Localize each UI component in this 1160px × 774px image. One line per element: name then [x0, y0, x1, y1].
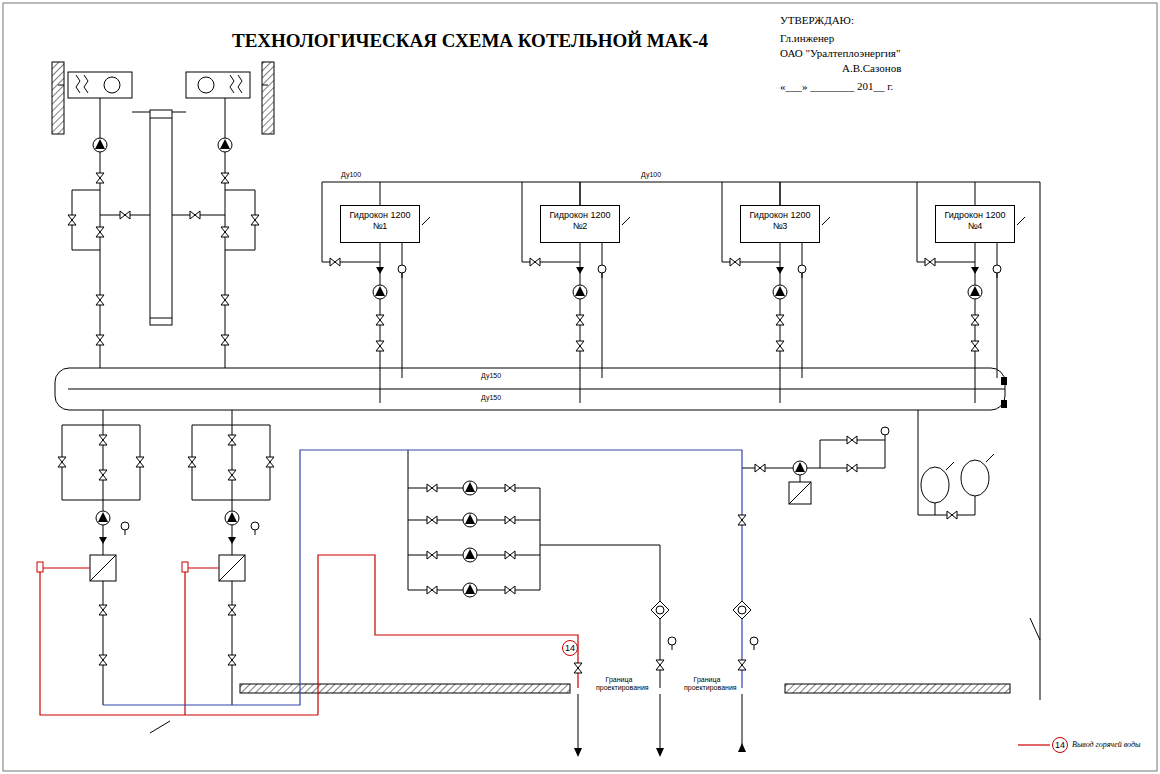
callout-number: 14 — [1052, 737, 1068, 753]
boiler-box: Гидрокон 1200 №4 — [935, 205, 1015, 243]
legend-entry: Вывод горячей воды — [1072, 740, 1140, 749]
boiler-name: Гидрокон 1200 №4 — [940, 210, 1010, 232]
diagram-title: ТЕХНОЛОГИЧЕСКАЯ СХЕМА КОТЕЛЬНОЙ МАК-4 — [232, 30, 708, 52]
pipe-size: Ду150 — [480, 394, 502, 402]
approval-company: ОАО "Уралтеплоэнергия" — [780, 47, 900, 60]
approval-name: А.В.Сазонов — [842, 62, 901, 75]
callout-number: 14 — [562, 640, 578, 656]
pipe-connector — [580, 182, 780, 205]
boundary-note: Граница проектирования — [684, 676, 730, 692]
boiler-box: Гидрокон 1200 №1 — [340, 205, 420, 243]
pipe-size: Ду150 — [480, 372, 502, 380]
legend-text: Вывод горячей воды — [1072, 740, 1140, 749]
approval-heading: УТВЕРЖДАЮ: — [780, 14, 854, 27]
pipe-connector — [380, 182, 580, 205]
boiler-box: Гидрокон 1200 №2 — [540, 205, 620, 243]
pipe-size: Ду100 — [640, 171, 662, 179]
boiler-name: Гидрокон 1200 №2 — [545, 210, 615, 232]
boiler-name: Гидрокон 1200 №3 — [745, 210, 815, 232]
boundary-note: Граница проектирования — [596, 676, 642, 692]
pipe-size: Ду100 — [340, 171, 362, 179]
boiler-box: Гидрокон 1200 №3 — [740, 205, 820, 243]
pipe-connector — [780, 182, 975, 205]
approval-position: Гл.инженер — [780, 32, 834, 45]
approval-date: «___» ________ 201__ г. — [780, 80, 893, 93]
boiler-name: Гидрокон 1200 №1 — [345, 210, 415, 232]
